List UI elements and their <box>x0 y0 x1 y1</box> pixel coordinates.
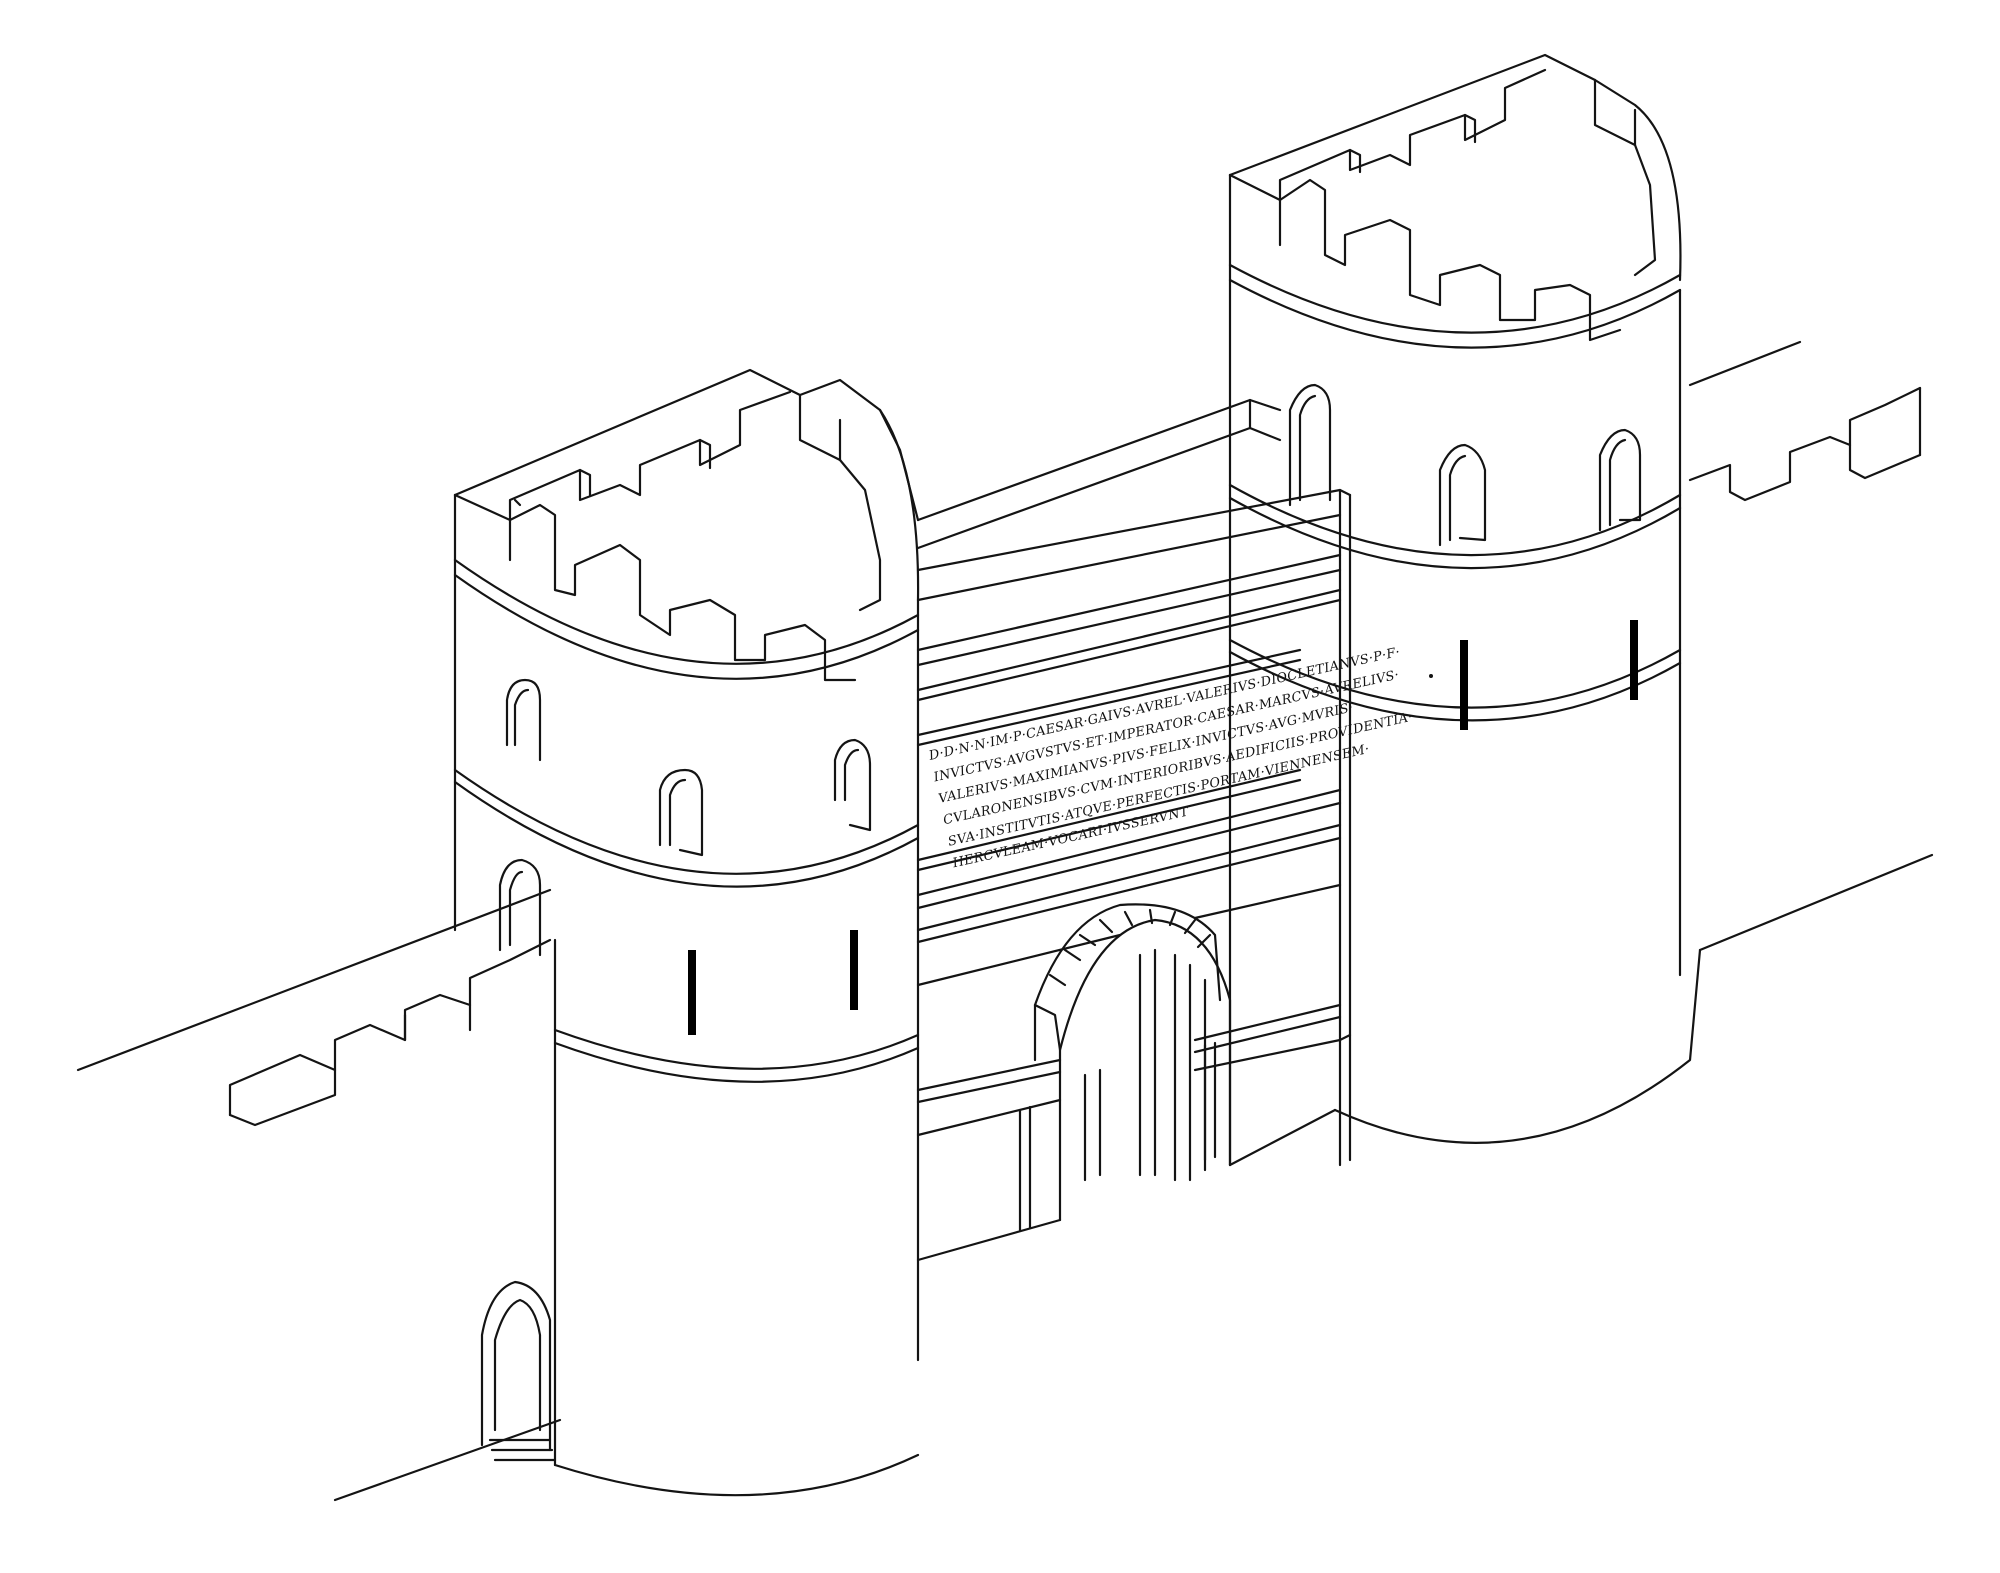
right-tower <box>1228 53 1702 1167</box>
central-gate <box>916 398 1352 1262</box>
city-wall-right <box>1688 340 1934 952</box>
city-wall-left <box>76 888 562 1502</box>
left-tower <box>453 368 920 1497</box>
